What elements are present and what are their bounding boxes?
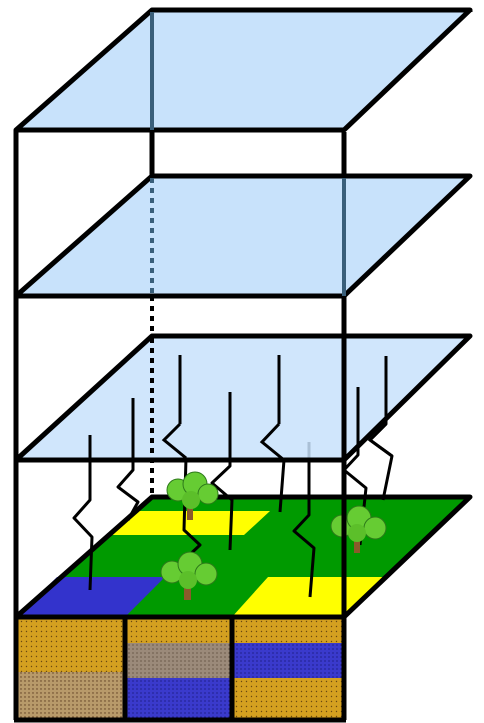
soil-column-middle (125, 617, 232, 720)
soil-water-layer (125, 678, 232, 720)
middle-plane (13, 333, 473, 463)
soil-water-layer (232, 643, 344, 678)
crop-cover (124, 511, 270, 524)
upper-plane (13, 173, 473, 299)
tree-icon (166, 471, 219, 520)
soil-clay-layer (125, 643, 232, 678)
flux-line (292, 442, 316, 598)
tree-icon (160, 551, 218, 600)
soil-loam-layer (16, 672, 125, 720)
soil-sand-layer (16, 617, 125, 672)
column-frame (13, 10, 473, 617)
hidden-edges (150, 12, 347, 494)
tree-icon (330, 505, 387, 553)
soil-sand-layer (125, 617, 232, 643)
soil-block (13, 617, 347, 723)
soil-sand-layer (232, 678, 344, 720)
soil-column-right (232, 617, 344, 720)
land-surface (13, 494, 473, 620)
soil-column-left (16, 617, 125, 720)
flux-line (72, 435, 94, 591)
top-plane (13, 7, 473, 133)
soil-sand-layer (232, 617, 344, 643)
